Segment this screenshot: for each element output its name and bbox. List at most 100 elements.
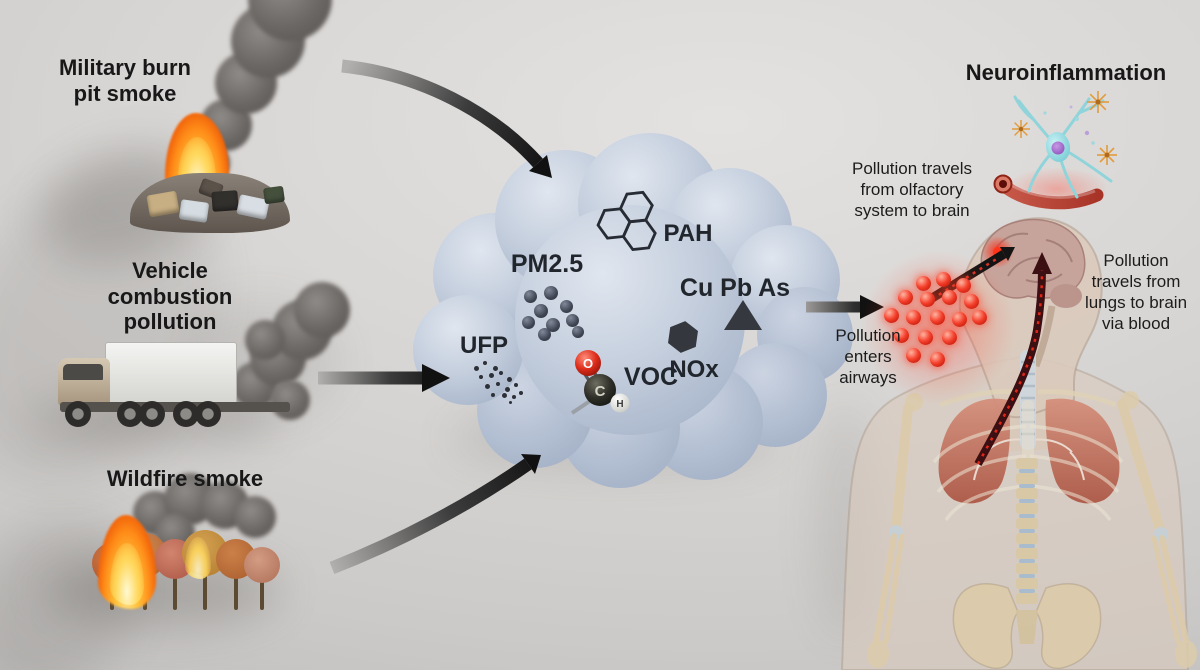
truck-cargo-box xyxy=(105,342,237,406)
ufp-particle xyxy=(474,366,479,371)
red-particle xyxy=(942,330,957,345)
microglia-cell xyxy=(1087,91,1109,113)
ufp-particle xyxy=(505,387,510,392)
voc-molecule-icon: O C H xyxy=(570,350,630,415)
pm25-particle xyxy=(524,290,537,303)
arrow-wildfire-to-cloud xyxy=(329,454,541,575)
exhaust-smoke-puff xyxy=(270,380,310,420)
ufp-particle xyxy=(507,377,512,382)
pelvis-right-wing xyxy=(1035,583,1102,670)
sacrum xyxy=(1016,610,1038,644)
tree-trunk xyxy=(260,577,264,610)
spine xyxy=(1016,458,1038,604)
red-particle xyxy=(964,294,979,309)
ufp-particle xyxy=(499,371,503,375)
microglia-cell xyxy=(1012,120,1030,138)
ufp-particles xyxy=(470,358,532,404)
ufp-particle xyxy=(491,393,495,397)
red-particle xyxy=(916,276,931,291)
red-particle xyxy=(930,310,945,325)
red-particle xyxy=(906,348,921,363)
oxygen-letter: O xyxy=(583,356,593,371)
exhaust-smoke-puff xyxy=(245,320,285,360)
trash-item xyxy=(262,185,286,205)
trash-pile xyxy=(130,173,290,233)
airways-entry-text: Pollution enters airways xyxy=(835,326,901,388)
wildfire-ember xyxy=(185,537,211,579)
red-particle xyxy=(918,330,933,345)
truck-illustration xyxy=(50,282,350,440)
red-particle xyxy=(942,290,957,305)
red-particle xyxy=(898,290,913,305)
ufp-particle xyxy=(493,366,498,371)
lungs-blood-pathway-text: Pollution travels from lungs to brain vi… xyxy=(1084,251,1188,334)
truck-wheel xyxy=(65,401,91,427)
pah-label: PAH xyxy=(663,220,713,247)
truck-wheel xyxy=(117,401,143,427)
pm25-particle xyxy=(534,304,548,318)
truck-wheel xyxy=(173,401,199,427)
hand-bones xyxy=(1175,640,1197,668)
voc-label: VOC xyxy=(623,363,679,391)
red-particle xyxy=(972,310,987,325)
ufp-particle xyxy=(479,375,483,379)
pm25-label: PM2.5 xyxy=(510,250,584,278)
nox-label: NOx xyxy=(669,356,719,383)
tree-trunk xyxy=(173,573,177,610)
ufp-particle xyxy=(489,373,494,378)
red-particle xyxy=(956,278,971,293)
arm-bone-forearm xyxy=(1159,535,1189,643)
pollution-particles xyxy=(858,252,1019,403)
tree-trunk xyxy=(234,573,238,610)
truck-wheel xyxy=(195,401,221,427)
pm25-particles xyxy=(516,284,594,341)
cerebellum xyxy=(1050,284,1082,308)
ufp-particle xyxy=(514,383,518,387)
arm-bone-humerus xyxy=(891,403,913,533)
brain-gyri xyxy=(1045,239,1073,263)
wildfire-smoke-puff xyxy=(234,496,276,538)
vehicle-label: Vehicle combustion pollution xyxy=(107,258,233,335)
truck-windshield xyxy=(63,364,103,380)
red-particle xyxy=(920,292,935,307)
tree-trunk xyxy=(203,570,207,610)
burn-pit-illustration xyxy=(110,0,332,240)
arm-bone-forearm xyxy=(1151,535,1181,645)
wildfire-illustration xyxy=(90,473,305,620)
blood-vessel xyxy=(996,178,1104,210)
pm25-particle xyxy=(538,328,551,341)
ufp-particle xyxy=(496,382,500,386)
truck-cab xyxy=(58,358,110,406)
arm-bone-forearm xyxy=(883,533,905,645)
red-particle xyxy=(936,272,951,287)
hand-bones xyxy=(867,640,889,668)
ufp-label: UFP xyxy=(460,332,508,359)
ufp-particle xyxy=(512,395,516,399)
synapse-dot xyxy=(1043,111,1047,115)
pm25-particle xyxy=(572,326,584,338)
arm-bone-humerus xyxy=(1117,399,1165,535)
ufp-particle xyxy=(519,391,523,395)
synapse-dot xyxy=(1069,105,1073,109)
ufp-particle xyxy=(509,401,512,404)
vessel-lumen xyxy=(999,180,1007,188)
wildfire-label: Wildfire smoke xyxy=(106,466,264,491)
metals-label: Cu Pb As xyxy=(679,274,791,302)
ufp-particle xyxy=(502,393,507,398)
microglia-cell xyxy=(1097,145,1117,165)
synapse-dot xyxy=(1091,141,1095,145)
nox-hexagon-icon xyxy=(668,321,698,353)
pm25-particle xyxy=(566,314,579,327)
ufp-particle xyxy=(483,361,487,365)
trash-item xyxy=(211,190,239,212)
hydrogen-letter: H xyxy=(616,399,623,410)
red-particle xyxy=(952,312,967,327)
metals-triangle-icon xyxy=(724,300,762,330)
burn-pit-label: Military burn pit smoke xyxy=(58,55,191,106)
pm25-particle xyxy=(546,318,560,332)
olfactory-pathway-text: Pollution travels from olfactory system … xyxy=(851,159,972,221)
red-particle xyxy=(930,352,945,367)
carbon-letter: C xyxy=(595,383,606,400)
pm25-particle xyxy=(560,300,573,313)
